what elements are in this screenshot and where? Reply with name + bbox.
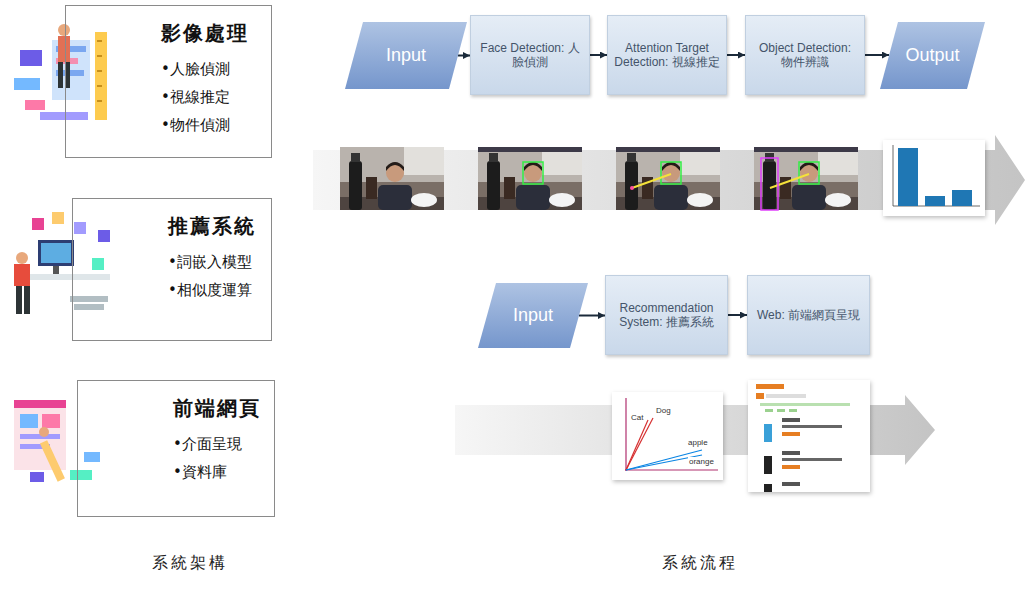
section-caption: 系統架構 — [152, 553, 228, 574]
box-label: Web: 前端網頁呈現 — [757, 308, 860, 322]
section-caption: 系統流程 — [662, 553, 738, 574]
web-screenshot — [748, 380, 870, 492]
vector-label: Cat — [630, 413, 644, 423]
process-box: Attention Target Detection: 視線推定 — [607, 15, 727, 95]
vector-label: Dog — [655, 406, 672, 416]
box-label: Face Detection: 人臉偵測 — [477, 41, 583, 70]
module-box: 前端網頁 •介面呈現•資料庫 — [77, 380, 275, 517]
flow-arrow — [865, 54, 889, 56]
parallelogram-fill — [478, 283, 588, 348]
vector-label: apple — [687, 438, 709, 448]
flow-band — [313, 135, 1025, 465]
bullet-item: •資料庫 — [173, 458, 268, 486]
module-box: 推薦系統 •詞嵌入模型•相似度運算 — [72, 198, 272, 341]
module-title: 前端網頁 — [173, 395, 268, 422]
io-parallelogram: Input — [478, 283, 588, 348]
box-label: Output — [905, 45, 959, 67]
parallelogram-fill — [345, 22, 467, 89]
process-box: Object Detection: 物件辨識 — [745, 15, 865, 95]
bullet-item: •人臉偵測 — [161, 55, 265, 83]
box-label: Recommendation System: 推薦系統 — [612, 301, 721, 330]
process-box: Web: 前端網頁呈現 — [747, 275, 870, 355]
process-box: Face Detection: 人臉偵測 — [470, 15, 590, 95]
parallelogram-fill — [880, 22, 985, 89]
bullet-item: •視線推定 — [161, 83, 265, 111]
embedding-plot — [612, 392, 723, 480]
flow-arrow — [458, 55, 470, 57]
video-frames — [340, 147, 858, 210]
flow-arrow — [728, 314, 747, 316]
box-label: Object Detection: 物件辨識 — [752, 41, 858, 70]
io-parallelogram: Output — [880, 22, 985, 89]
flow-arrow — [727, 54, 745, 56]
bullet-item: •詞嵌入模型 — [168, 248, 265, 276]
bullet-item: •相似度運算 — [168, 276, 265, 304]
bullet-item: •物件偵測 — [161, 111, 265, 139]
left-icons — [14, 24, 110, 482]
process-box: Recommendation System: 推薦系統 — [605, 275, 728, 355]
vector-label: orange — [688, 457, 715, 467]
flow-arrow — [590, 54, 607, 56]
bar-chart — [883, 140, 985, 216]
module-title: 影像處理 — [161, 20, 265, 47]
bullet-item: •介面呈現 — [173, 430, 268, 458]
box-label: Attention Target Detection: 視線推定 — [614, 41, 720, 70]
box-label: Input — [386, 45, 426, 67]
box-label: Input — [513, 305, 553, 327]
module-title: 推薦系統 — [168, 213, 265, 240]
io-parallelogram: Input — [345, 22, 467, 89]
flow-arrow — [579, 315, 605, 317]
module-box: 影像處理 •人臉偵測•視線推定•物件偵測 — [65, 5, 272, 158]
